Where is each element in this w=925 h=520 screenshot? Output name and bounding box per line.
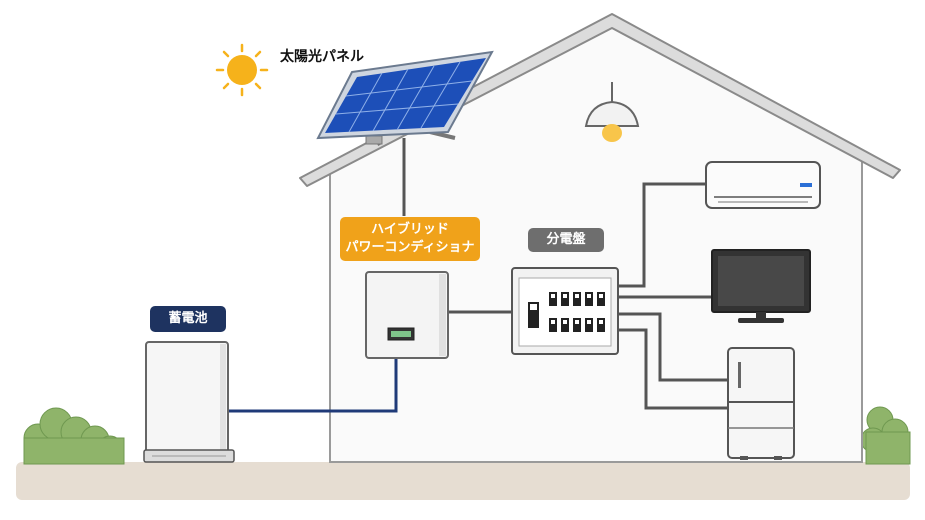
refrigerator-icon <box>727 347 795 460</box>
house-roof <box>299 13 901 187</box>
ground-strip <box>16 462 910 500</box>
bush-icon <box>23 407 125 465</box>
sun-icon <box>215 43 269 97</box>
bush-icon <box>860 406 911 465</box>
cable-battery-to-pcs <box>227 358 398 413</box>
battery-tag: 蓄電池 <box>150 306 226 332</box>
battery-unit-icon <box>143 341 235 463</box>
pendant-lamp-icon <box>584 82 640 142</box>
cable-to-ac <box>618 182 706 288</box>
solar-panel-icon <box>316 50 494 146</box>
tv-icon <box>711 249 811 323</box>
cable-to-fridge-lower <box>618 328 728 410</box>
inverter-icon <box>365 271 449 359</box>
air-conditioner-icon <box>705 161 821 209</box>
distribution-board-tag: 分電盤 <box>528 228 604 252</box>
gray-cables <box>402 138 728 410</box>
hybrid-pcs-label-line1: ハイブリッド <box>371 222 449 237</box>
solar-panel-label: 太陽光パネル <box>280 49 364 65</box>
cable-to-fridge-upper <box>618 312 728 382</box>
hybrid-pcs-tag: ハイブリッド パワーコンディショナ <box>340 217 480 261</box>
hybrid-pcs-label-line2: パワーコンディショナ <box>345 240 475 255</box>
breaker-panel-icon <box>511 267 619 355</box>
